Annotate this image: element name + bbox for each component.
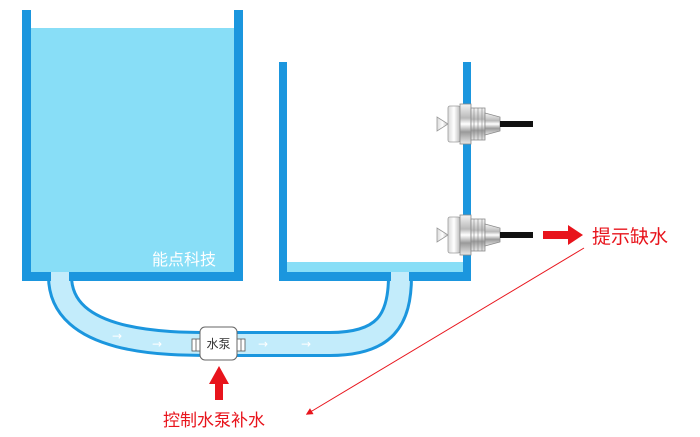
left-tank-outlet xyxy=(51,272,69,281)
left-tank: 能点科技 xyxy=(22,10,243,281)
flow-arrow-icon: → xyxy=(152,337,162,351)
pump-control-label: 控制水泵补水 xyxy=(163,411,265,431)
pump-control-arrow-icon xyxy=(209,366,229,400)
right-tank-wall-left xyxy=(279,62,287,281)
right-tank-wall-right xyxy=(463,62,471,281)
low-water-label: 提示缺水 xyxy=(592,226,668,248)
left-tank-wall-right xyxy=(234,10,243,281)
flow-arrow-icon: → xyxy=(301,337,311,351)
right-tank-water xyxy=(287,262,463,272)
pump-icon: 水泵 xyxy=(191,326,246,361)
flow-arrows: → → → → xyxy=(112,329,311,351)
left-tank-wall-left xyxy=(22,10,31,281)
pump-body xyxy=(199,326,238,361)
left-tank-water xyxy=(31,28,234,272)
flow-arrow-icon: → xyxy=(258,337,268,351)
water-level-sensor-icon xyxy=(436,214,533,256)
right-tank-bottom xyxy=(279,272,471,281)
right-tank-inlet xyxy=(391,272,409,281)
flow-arrow-icon: → xyxy=(112,329,122,343)
water-level-sensor-icon xyxy=(436,103,533,145)
signal-arrow-icon xyxy=(305,247,585,415)
right-tank xyxy=(279,62,471,281)
pump-label: 水泵 xyxy=(206,337,230,351)
watermark-text: 能点科技 xyxy=(152,250,216,269)
left-tank-bottom xyxy=(22,272,243,281)
low-water-arrow-icon xyxy=(543,225,583,245)
